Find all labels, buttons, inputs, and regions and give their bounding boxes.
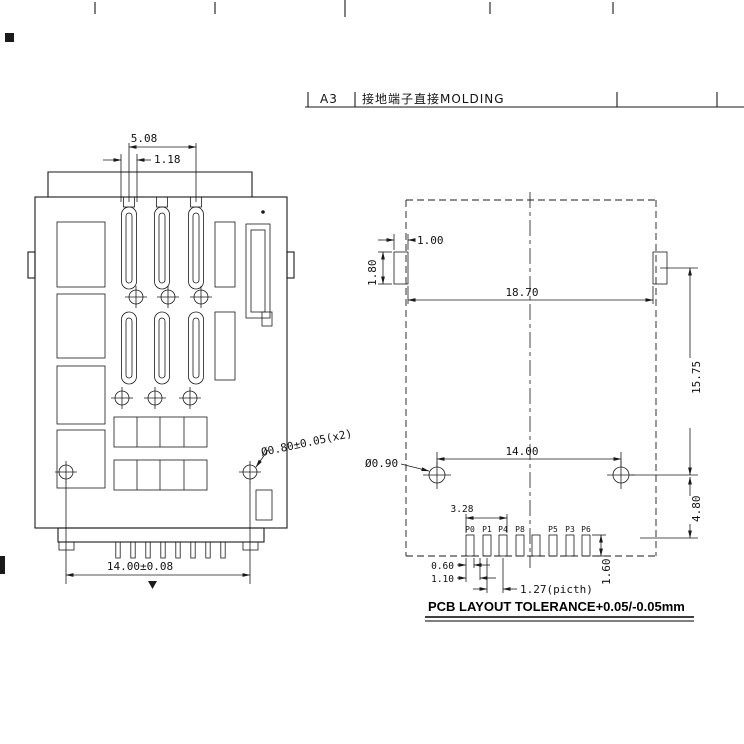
rivet-holes-row-1 xyxy=(125,286,212,308)
dim-pitch: 1.27(picth) xyxy=(520,583,593,596)
sheet-size-label: A3 xyxy=(320,92,338,106)
hatched-ground-tab xyxy=(255,489,273,521)
pad-label: P1 xyxy=(482,525,492,534)
right-view-pcb-layout: 1.00 1.80 18.70 15.75 xyxy=(365,192,703,622)
pcb-holes xyxy=(423,461,635,489)
left-cavity-column xyxy=(56,221,106,489)
dim-pad-group: 3.28 xyxy=(451,504,474,515)
dim-pad-height: 1.80 xyxy=(366,260,379,287)
frame-marks xyxy=(0,0,614,574)
datum-triangle xyxy=(148,581,157,589)
dim-pad-width: 1.00 xyxy=(417,234,444,247)
dim-hole-span-group: 14.00 xyxy=(436,445,622,466)
note-hole-dia: Ø0.90 xyxy=(365,457,398,470)
mount-holes xyxy=(55,461,261,483)
note-mount-hole: Ø0.80±0.05(x2) xyxy=(260,427,353,459)
dim-pitch-group: 1.27(picth) xyxy=(473,558,593,596)
dim-holes-to-pads: 4.80 xyxy=(690,496,703,523)
frame-edge-mark xyxy=(0,556,5,574)
index-dot xyxy=(261,210,265,214)
dim-pad-h: 1.60 xyxy=(600,559,613,586)
left-view-connector: 5.08 1.18 14.00±0.08 Ø0.80±0.05(x2) xyxy=(27,132,353,589)
dim-pad-w-group: 0.60 1.10 xyxy=(431,558,496,585)
frame-fold-mark xyxy=(5,33,14,42)
dim-overall-group: 18.70 xyxy=(407,286,654,304)
dim-contact-pitch: 5.08 xyxy=(131,132,158,145)
dim-height: 15.75 xyxy=(690,361,703,394)
dim-pad-w: 0.60 xyxy=(431,561,454,572)
dim-bottom-group: 14.00±0.08 xyxy=(65,482,251,589)
pad-label: P3 xyxy=(565,525,575,534)
footer-note-group: PCB LAYOUT TOLERANCE+0.05/-0.05mm xyxy=(425,599,694,622)
dim-pad-width-group: 1.00 xyxy=(378,234,444,250)
rivet-holes-row-2 xyxy=(111,387,201,409)
right-side-details xyxy=(214,210,273,521)
hole-dia-note-group: Ø0.90 xyxy=(365,457,430,472)
solder-pads xyxy=(465,534,591,557)
pad-label: P8 xyxy=(515,525,525,534)
dim-contact-width: 1.18 xyxy=(154,153,181,166)
title-block: A3 接地端子直接MOLDING xyxy=(305,91,744,108)
drawing-title-label: 接地端子直接MOLDING xyxy=(362,91,505,106)
dim-top-group: 5.08 1.18 xyxy=(103,132,197,202)
pad-labels: P0 P1 P4 P8 P5 P3 P6 xyxy=(465,525,591,534)
pad-label: P5 xyxy=(548,525,558,534)
hatched-terminal-rows xyxy=(113,416,208,491)
dim-pad-height-group: 1.80 xyxy=(366,251,392,287)
pad-label: P0 xyxy=(465,525,475,534)
ground-pad-left xyxy=(393,251,409,285)
bottom-pins xyxy=(57,527,265,559)
contact-row-1 xyxy=(121,196,204,290)
pad-label: P4 xyxy=(498,525,508,534)
pad-label: P6 xyxy=(581,525,591,534)
dim-holes-to-pads-group: 4.80 xyxy=(640,476,703,539)
dim-mount-span: 14.00±0.08 xyxy=(107,560,173,573)
dim-pad-h-group: 1.60 xyxy=(592,534,613,586)
contact-row-2 xyxy=(121,311,204,385)
dim-height-group: 15.75 xyxy=(631,267,703,476)
tolerance-note: PCB LAYOUT TOLERANCE+0.05/-0.05mm xyxy=(428,599,685,614)
dim-overall: 18.70 xyxy=(505,286,538,299)
dim-hole-span: 14.00 xyxy=(505,445,538,458)
dim-pad-group-group: 3.28 xyxy=(451,504,508,533)
mount-hole-note-group: Ø0.80±0.05(x2) xyxy=(255,427,353,468)
dim-pad-offset: 1.10 xyxy=(431,574,454,585)
